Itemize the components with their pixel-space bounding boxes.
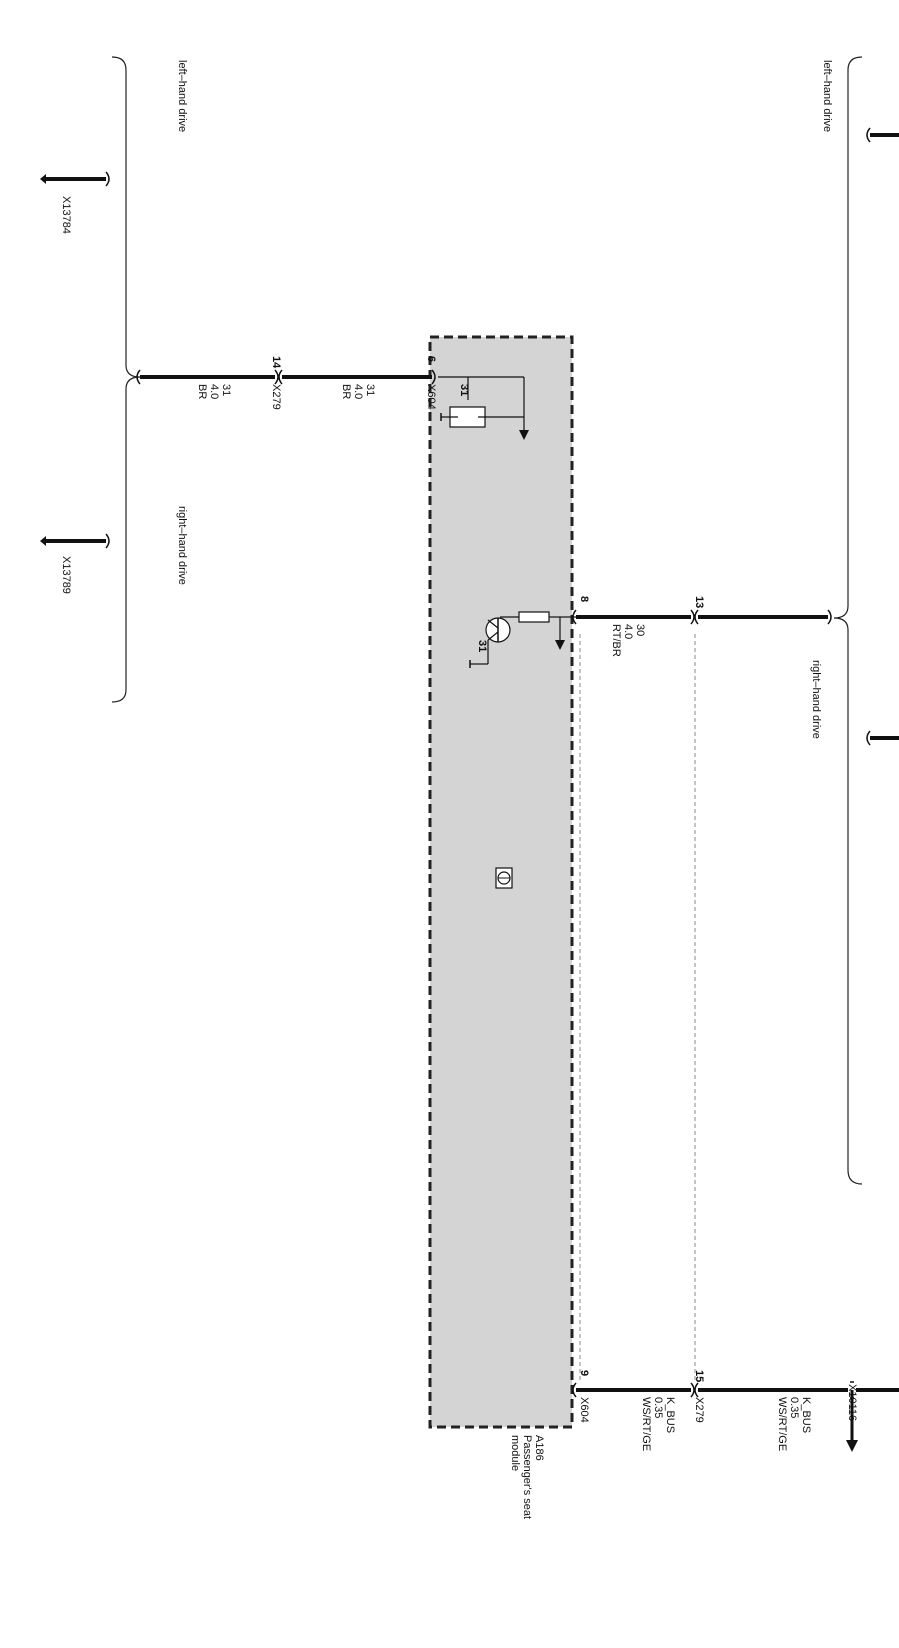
ground-wire-right-spec: 31 4.0 BR [340,384,376,400]
ground-wire [136,369,436,385]
supply-pin-x604: 8 [578,596,590,603]
ground-connector-x279: X279 [270,384,282,410]
module-symbol-icon [495,867,513,889]
bottom-left-hand-drive-label: left–hand drive [176,60,188,133]
connector-x10116-label: X10116 [846,1384,858,1422]
top-right-hand-drive-label: right–hand drive [810,660,822,739]
ground-wire-left-spec: 31 4.0 BR [196,384,232,400]
ground-pin-x279: 14 [270,356,282,369]
kbus-wire [572,1381,899,1452]
kbus-connector-x604: X604 [578,1397,590,1423]
module-transistor-circuit [469,611,576,668]
kbus-pin-x604: 9 [578,1370,590,1377]
module-ground-circuit [438,376,529,440]
connector-x13784-symbol [40,171,110,187]
kbus-wire-harness-spec: K_BUS 0.35 WS/RT/GE [776,1397,812,1452]
ground-connector-x604: X604 [425,384,437,410]
module-id: A186 [533,1435,545,1461]
module-name: Passenger's seat module [509,1435,533,1520]
kbus-wire-module-spec: K_BUS 0.35 WS/RT/GE [640,1397,676,1452]
supply-wire-spec: 30 4.0 RT/BR [610,624,646,657]
top-right-stub [866,730,899,746]
top-group-brace [833,56,863,1185]
top-left-stub [866,127,899,143]
bottom-right-hand-drive-label: right–hand drive [176,506,188,585]
connector-x13789-label: X13789 [60,556,72,594]
supply-pin-x279: 13 [693,596,705,609]
module-ground-pin-label: 31 [458,384,470,397]
connector-x13789-symbol [40,533,110,549]
top-left-hand-drive-label: left–hand drive [821,60,833,133]
transistor-ground-label: 31 [476,640,488,653]
kbus-pin-x279: 15 [693,1370,705,1383]
connector-x13784-label: X13784 [60,196,72,234]
kbus-connector-x279: X279 [693,1397,705,1423]
ground-pin-x604: 6 [425,356,437,363]
